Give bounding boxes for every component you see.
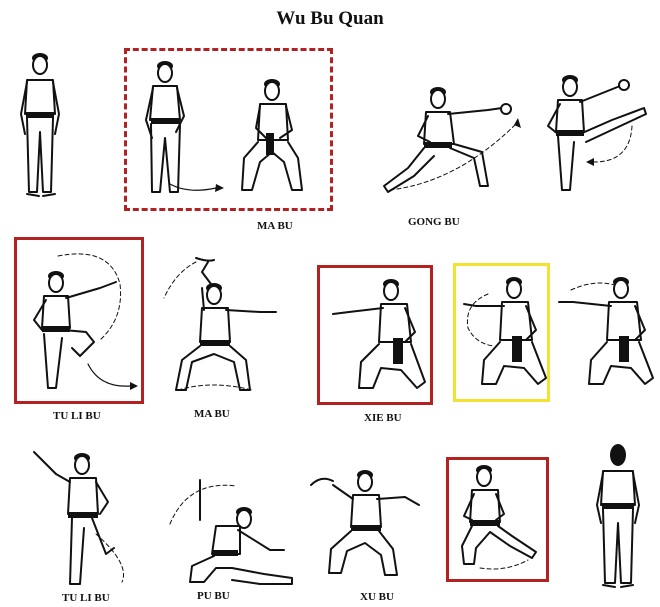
figure-standing-back: [596, 444, 640, 588]
figure-xie-bu-kneel-3: [558, 277, 654, 385]
label-xu-bu: XU BU: [360, 591, 394, 603]
figure-pu-bu-low: [169, 479, 293, 585]
label-tu-li-bu-2: TU LI BU: [62, 592, 110, 604]
xu-bu-frame: [446, 457, 549, 582]
label-pu-bu: PU BU: [197, 590, 230, 602]
label-gong-bu: GONG BU: [408, 216, 460, 228]
ma-bu-dashed-frame: [124, 48, 333, 211]
label-ma-bu-2: MA BU: [194, 408, 230, 420]
figure-xie-bu-kneel-1: [332, 279, 426, 389]
figure-ma-bu-palm: [163, 257, 277, 391]
figure-ma-bu-arrow: [169, 183, 224, 192]
figure-xu-bu-empty: [310, 470, 420, 576]
label-tu-li-bu-1: TU LI BU: [53, 410, 101, 422]
label-ma-bu-1: MA BU: [257, 220, 293, 232]
xie-bu-frame: [317, 265, 433, 405]
figure-tu-li-bu-knee: [33, 253, 138, 390]
figure-xie-bu-kneel-2: [463, 277, 547, 385]
xie-bu-yellow-frame: [453, 263, 550, 402]
page-title: Wu Bu Quan: [276, 8, 384, 29]
figure-ma-bu-horse: [241, 79, 303, 191]
figure-xu-bu-step: [461, 465, 537, 570]
figure-ma-bu-start: [145, 61, 185, 193]
figure-gong-bu-kick: [547, 75, 647, 191]
label-xie-bu: XIE BU: [364, 412, 402, 424]
figure-gong-bu-punch: [383, 87, 521, 193]
figure-tu-li-bu-raise: [33, 451, 124, 585]
tu-li-bu-frame: [14, 237, 144, 404]
figure-standing-front: [20, 53, 60, 197]
